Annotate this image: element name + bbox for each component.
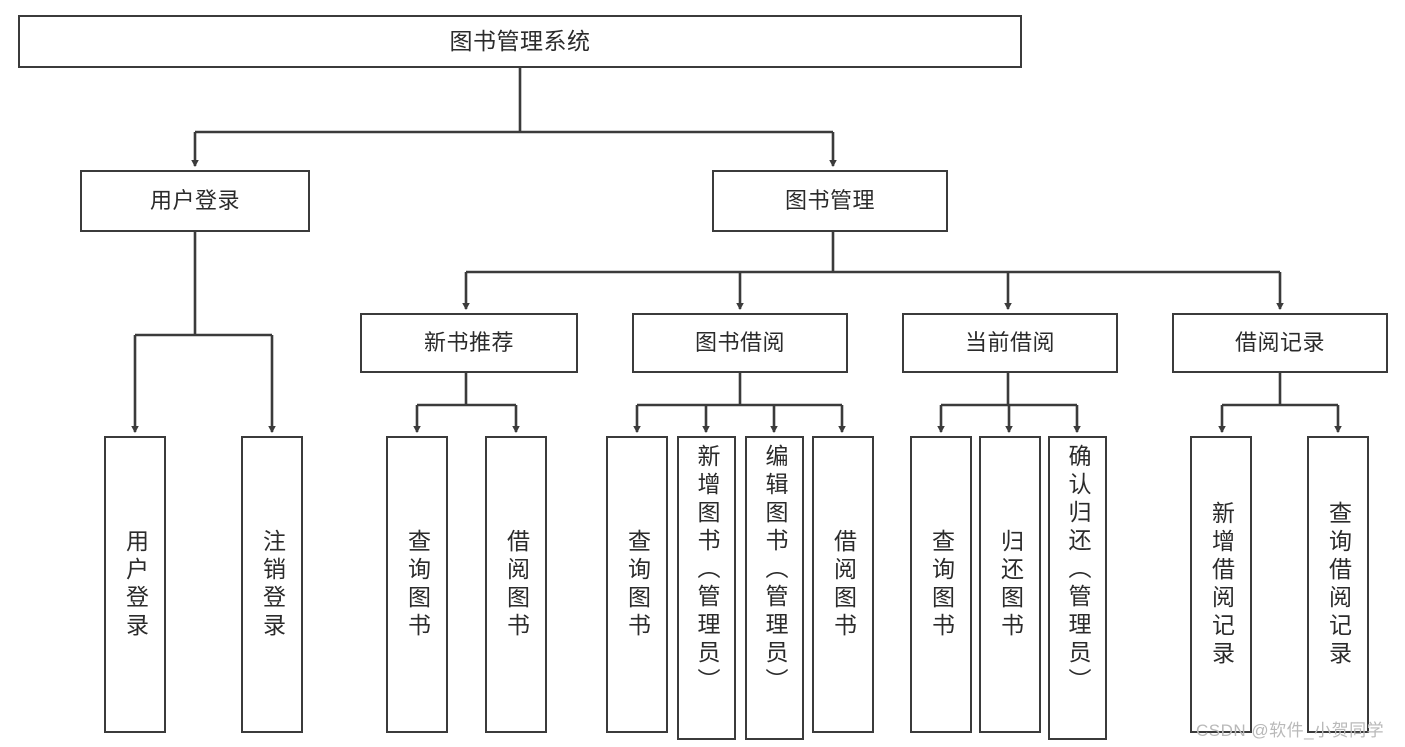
node-label: 查询图书 xyxy=(928,528,955,641)
node-label: 新书推荐 xyxy=(423,330,514,355)
node-label: 新增借阅记录 xyxy=(1208,500,1235,669)
node-label: 归还图书 xyxy=(997,528,1024,641)
node-label: 用户登录 xyxy=(149,188,240,213)
leaf-user-login-sign-out[interactable]: 注销登录 xyxy=(241,436,303,733)
leaf-current-query-book[interactable]: 查询图书 xyxy=(910,436,972,733)
leaf-new-book-query-book[interactable]: 查询图书 xyxy=(386,436,448,733)
node-borrowing-record[interactable]: 借阅记录 xyxy=(1172,313,1388,373)
node-label: 编辑图书（管理员） xyxy=(762,444,788,696)
node-label: 用户登录 xyxy=(122,528,149,641)
node-user-login[interactable]: 用户登录 xyxy=(80,170,310,232)
node-label: 注销登录 xyxy=(259,528,286,641)
node-label: 图书管理系统 xyxy=(449,28,591,54)
node-label: 当前借阅 xyxy=(964,330,1055,355)
node-label: 查询图书 xyxy=(624,528,651,641)
node-book-management[interactable]: 图书管理 xyxy=(712,170,948,232)
node-label: 借阅图书 xyxy=(830,528,857,641)
leaf-borrow-query-book[interactable]: 查询图书 xyxy=(606,436,668,733)
leaf-borrow-borrow-book[interactable]: 借阅图书 xyxy=(812,436,874,733)
node-label: 确认归还（管理员） xyxy=(1065,444,1091,696)
node-label: 借阅图书 xyxy=(503,528,530,641)
node-label: 图书管理 xyxy=(784,188,875,213)
leaf-record-query-borrow-record[interactable]: 查询借阅记录 xyxy=(1307,436,1369,733)
leaf-user-login-sign-in[interactable]: 用户登录 xyxy=(104,436,166,733)
leaf-current-confirm-return-admin[interactable]: 确认归还（管理员） xyxy=(1048,436,1107,740)
leaf-record-add-borrow-record[interactable]: 新增借阅记录 xyxy=(1190,436,1252,733)
node-root-book-management-system[interactable]: 图书管理系统 xyxy=(18,15,1022,68)
node-label: 图书借阅 xyxy=(694,330,785,355)
node-current-borrowing[interactable]: 当前借阅 xyxy=(902,313,1118,373)
leaf-new-book-borrow-book[interactable]: 借阅图书 xyxy=(485,436,547,733)
node-label: 借阅记录 xyxy=(1234,330,1325,355)
node-label: 新增图书（管理员） xyxy=(694,444,720,696)
leaf-borrow-add-book-admin[interactable]: 新增图书（管理员） xyxy=(677,436,736,740)
leaf-borrow-edit-book-admin[interactable]: 编辑图书（管理员） xyxy=(745,436,804,740)
node-label: 查询图书 xyxy=(404,528,431,641)
csdn-watermark: CSDN @软件_小贺同学 xyxy=(1196,721,1385,740)
node-label: 查询借阅记录 xyxy=(1325,500,1352,669)
leaf-current-return-book[interactable]: 归还图书 xyxy=(979,436,1041,733)
node-book-borrowing[interactable]: 图书借阅 xyxy=(632,313,848,373)
node-new-book-recommendation[interactable]: 新书推荐 xyxy=(360,313,578,373)
